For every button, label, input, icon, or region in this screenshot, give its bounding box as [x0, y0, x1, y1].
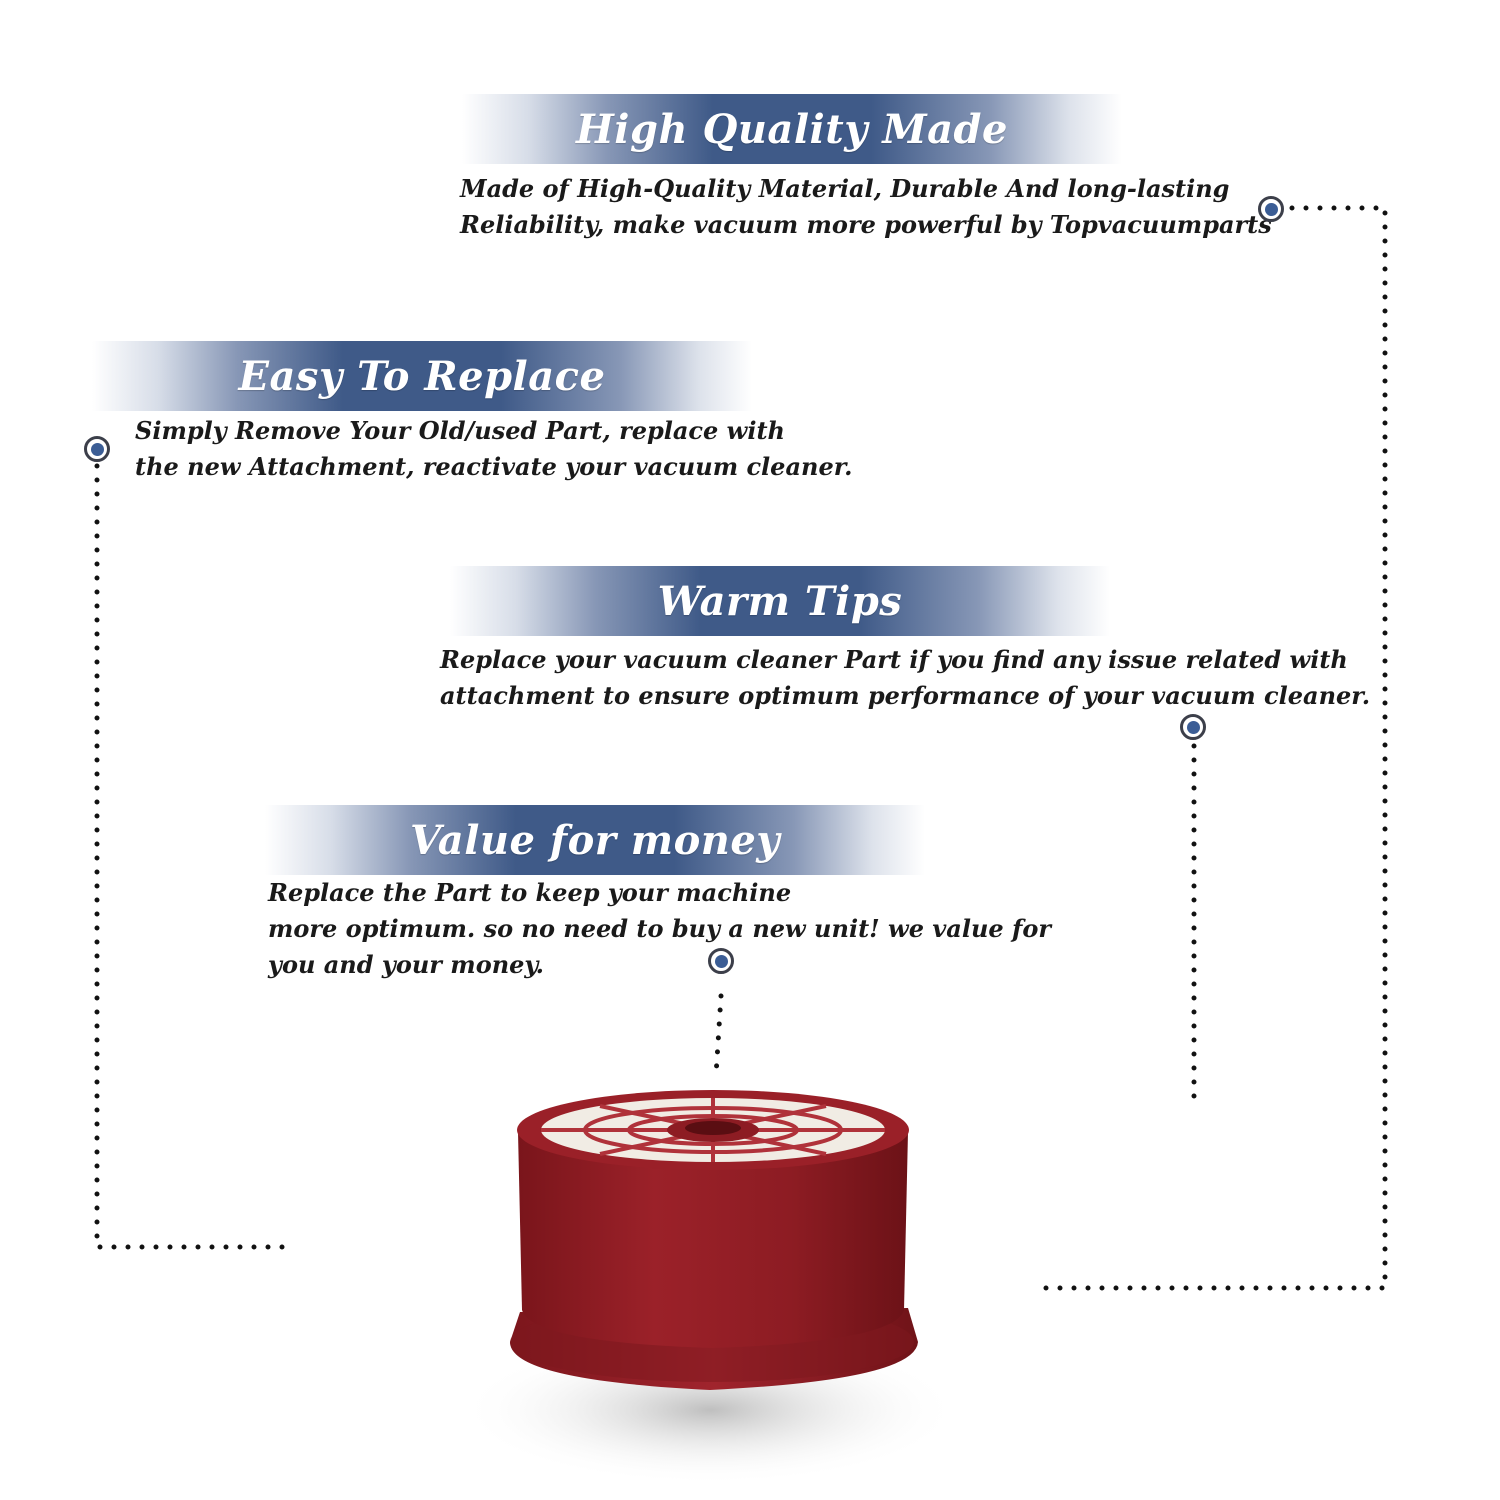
section-title: Value for money: [409, 816, 781, 864]
banner-easy-replace: Easy To Replace: [92, 341, 752, 411]
banner-value-money: Value for money: [265, 805, 925, 875]
section-title: Warm Tips: [657, 577, 903, 625]
description-line: more optimum. so no need to buy a new un…: [268, 914, 1051, 943]
section-title: High Quality Made: [576, 105, 1008, 153]
section-description: Made of High-Quality Material, Durable A…: [460, 171, 1272, 243]
section-description: Simply Remove Your Old/used Part, replac…: [135, 413, 853, 485]
section-title: Easy To Replace: [238, 352, 606, 400]
description-line: you and your money.: [268, 950, 544, 979]
section-description: Replace your vacuum cleaner Part if you …: [440, 642, 1370, 714]
target-marker-icon: [84, 436, 110, 462]
connector-line-quality: [1032, 205, 1388, 1291]
description-line: attachment to ensure optimum performance…: [440, 681, 1371, 710]
vacuum-filter-image: [460, 1090, 960, 1485]
banner-warm-tips: Warm Tips: [450, 566, 1110, 636]
description-line: Replace the Part to keep your machine: [268, 878, 792, 907]
description-line: Reliability, make vacuum more powerful b…: [460, 210, 1272, 239]
description-line: Simply Remove Your Old/used Part, replac…: [135, 416, 785, 445]
connector-line-replace: [94, 463, 295, 1250]
target-marker-icon: [1180, 714, 1206, 740]
target-marker-icon: [1258, 196, 1284, 222]
description-line: Replace your vacuum cleaner Part if you …: [440, 645, 1348, 674]
connector-line-value: [713, 993, 724, 1078]
banner-high-quality: High Quality Made: [462, 94, 1122, 164]
description-line: Made of High-Quality Material, Durable A…: [460, 174, 1230, 203]
description-line: the new Attachment, reactivate your vacu…: [135, 452, 853, 481]
target-marker-icon: [708, 948, 734, 974]
section-description: Replace the Part to keep your machine mo…: [268, 875, 1051, 983]
